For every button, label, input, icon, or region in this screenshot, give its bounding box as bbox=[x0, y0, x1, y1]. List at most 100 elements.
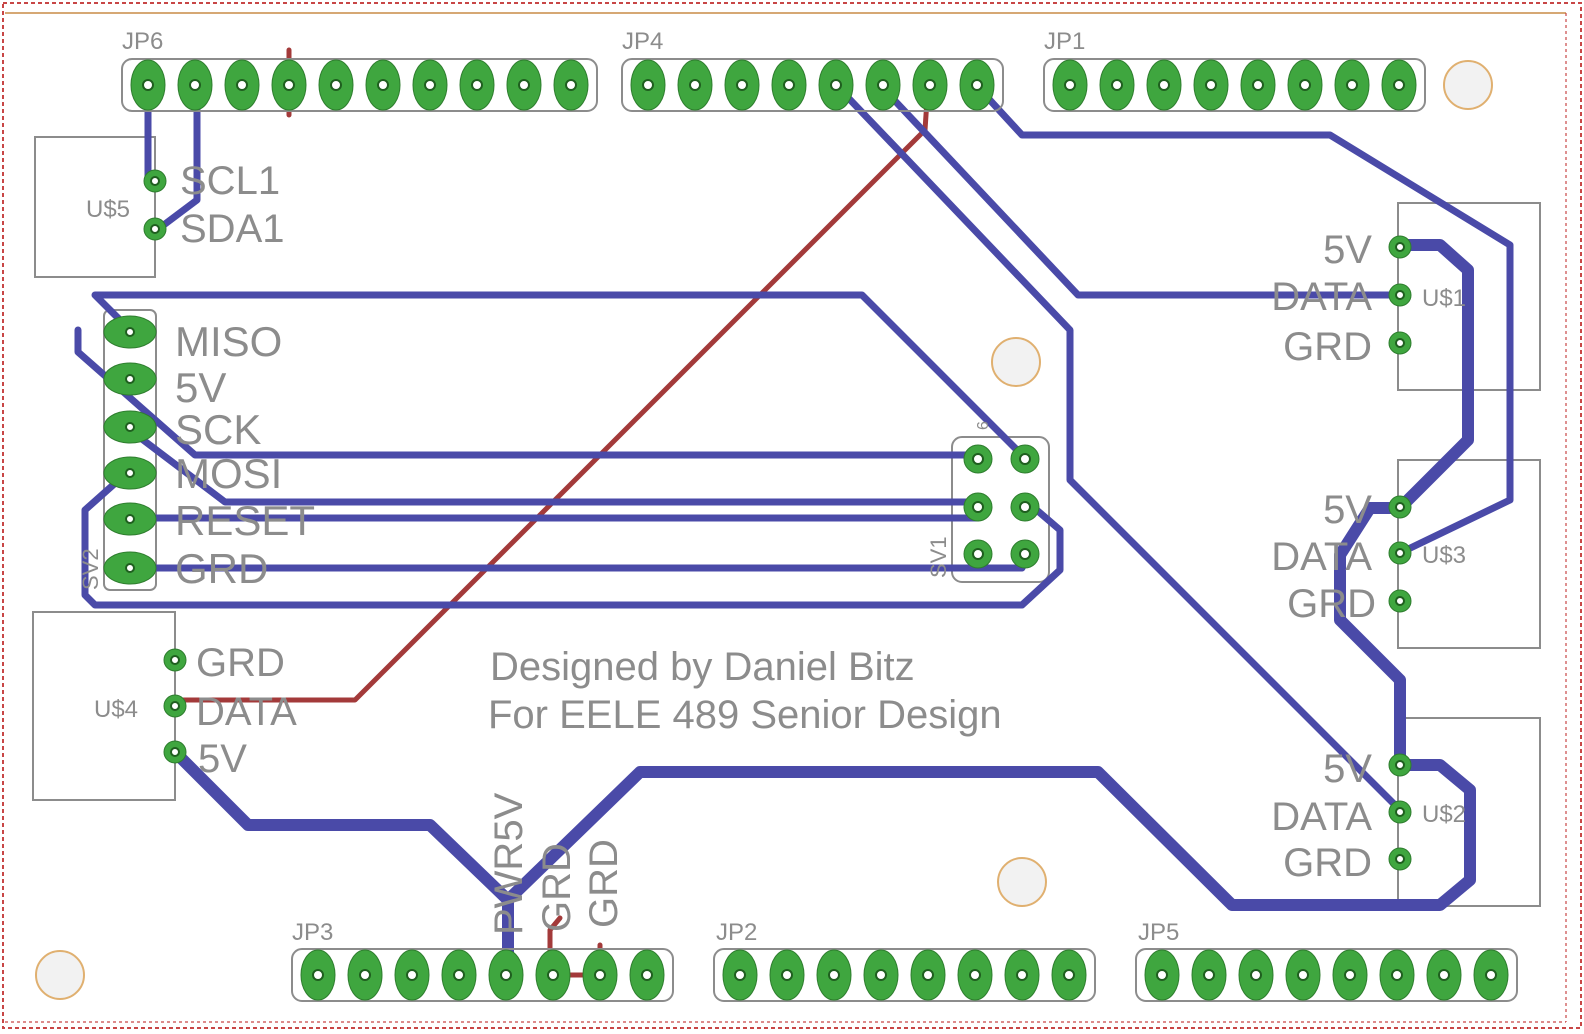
header-outline bbox=[1135, 948, 1518, 1002]
header-pin-drill bbox=[565, 79, 577, 91]
trace-sck bbox=[74, 326, 982, 459]
header-pin-drill bbox=[1156, 969, 1168, 981]
jp3-label: JP3 bbox=[292, 919, 333, 946]
header-pin-drill bbox=[1063, 969, 1075, 981]
header-pin-drill bbox=[642, 79, 654, 91]
jp5-pins bbox=[1135, 948, 1518, 1002]
header-pin-drill bbox=[1299, 79, 1311, 91]
credits-line-2: For EELE 489 Senior Design bbox=[488, 693, 1002, 737]
header-pin-drill bbox=[1203, 969, 1215, 981]
header-outline bbox=[121, 58, 598, 112]
u3-data-label: DATA bbox=[1271, 535, 1372, 579]
header-pin-drill bbox=[1393, 79, 1405, 91]
header-pin-drill bbox=[359, 969, 371, 981]
header-pin-drill bbox=[641, 969, 653, 981]
header-pin-drill bbox=[547, 969, 559, 981]
trace-outer-loop bbox=[81, 466, 1064, 609]
sv2-pin-grd: GRD bbox=[175, 545, 268, 592]
mounting-hole bbox=[997, 857, 1047, 907]
sv1-pin-number: 6 bbox=[975, 421, 992, 430]
u4-grd-label: GRD bbox=[196, 641, 285, 685]
sv2-name: SV2 bbox=[78, 548, 103, 590]
header-pin-drill bbox=[1438, 969, 1450, 981]
header-pin-drill bbox=[142, 79, 154, 91]
jp1-pins bbox=[1043, 58, 1426, 112]
grd-label-2: GRD bbox=[582, 839, 626, 928]
header-pin-drill bbox=[781, 969, 793, 981]
trace-u3-data bbox=[972, 81, 1514, 557]
jp4-label: JP4 bbox=[622, 28, 663, 55]
u2-name: U$2 bbox=[1422, 801, 1466, 828]
header-pin-drill bbox=[1391, 969, 1403, 981]
sv2-pin-5v: 5V bbox=[175, 364, 226, 411]
header-pin-drill bbox=[1346, 79, 1358, 91]
header-pin-drill bbox=[1297, 969, 1309, 981]
u5-sda-label: SDA1 bbox=[180, 207, 285, 251]
credits-line-1: Designed by Daniel Bitz bbox=[490, 645, 915, 689]
header-pin-drill bbox=[875, 969, 887, 981]
header-pin-drill bbox=[734, 969, 746, 981]
header-pin-rows bbox=[121, 58, 1518, 1002]
header-pin-drill bbox=[1064, 79, 1076, 91]
u1-name: U$1 bbox=[1422, 285, 1466, 312]
jp2-label: JP2 bbox=[716, 919, 757, 946]
header-pin-drill bbox=[1205, 79, 1217, 91]
u4-5v-label: 5V bbox=[198, 737, 247, 781]
header-pin-drill bbox=[783, 79, 795, 91]
trace-u5-sda bbox=[153, 81, 201, 234]
u3-name: U$3 bbox=[1422, 542, 1466, 569]
u5-pads bbox=[143, 169, 167, 241]
header-pin-drill bbox=[828, 969, 840, 981]
header-pin-drill bbox=[924, 79, 936, 91]
header-pin-drill bbox=[1252, 79, 1264, 91]
header-pin-drill bbox=[969, 969, 981, 981]
sv1-pads bbox=[963, 444, 1040, 569]
header-pin-drill bbox=[1158, 79, 1170, 91]
jp6-pins bbox=[121, 58, 598, 112]
header-pin-drill bbox=[1016, 969, 1028, 981]
header-pin-drill bbox=[594, 969, 606, 981]
header-pin-drill bbox=[283, 79, 295, 91]
trace-miso-reset bbox=[126, 426, 982, 506]
trace-5v-main bbox=[169, 239, 1476, 981]
header-pin-drill bbox=[922, 969, 934, 981]
header-outline bbox=[621, 58, 1004, 112]
trace-sv2-loop bbox=[91, 291, 1029, 462]
mounting-holes bbox=[35, 60, 1493, 1000]
u5-outline bbox=[34, 136, 156, 278]
u5-name: U$5 bbox=[86, 196, 130, 223]
mounting-hole bbox=[991, 337, 1041, 387]
sv2-pin-reset: RESET bbox=[175, 497, 315, 544]
header-outline bbox=[1043, 58, 1426, 112]
header-outline bbox=[713, 948, 1096, 1002]
mounting-hole bbox=[35, 950, 85, 1000]
header-pin-drill bbox=[1111, 79, 1123, 91]
header-pin-drill bbox=[330, 79, 342, 91]
u4-name: U$4 bbox=[94, 696, 138, 723]
u2-5v-label: 5V bbox=[1323, 747, 1372, 791]
sv1-name: SV1 bbox=[926, 536, 951, 578]
sv2-pin-mosi: MOSI bbox=[175, 450, 282, 497]
header-pin-drill bbox=[236, 79, 248, 91]
u1-5v-label: 5V bbox=[1323, 228, 1372, 272]
header-pin-drill bbox=[971, 79, 983, 91]
header-pin-drill bbox=[500, 969, 512, 981]
trace-u2-data bbox=[832, 81, 1404, 814]
header-pin-drill bbox=[518, 79, 530, 91]
jp4-pins bbox=[621, 58, 1004, 112]
header-pin-drill bbox=[1344, 969, 1356, 981]
header-pin-drill bbox=[424, 79, 436, 91]
sensor-pads bbox=[1388, 235, 1412, 871]
sv2-pin-miso: MISO bbox=[175, 318, 282, 365]
u1-data-label: DATA bbox=[1271, 275, 1372, 319]
u5-scl-label: SCL1 bbox=[180, 159, 280, 203]
header-pin-drill bbox=[377, 79, 389, 91]
u4-data-label: DATA bbox=[196, 690, 297, 734]
header-pin-drill bbox=[406, 969, 418, 981]
header-pin-drill bbox=[1485, 969, 1497, 981]
header-pin-drill bbox=[189, 79, 201, 91]
header-pin-drill bbox=[877, 79, 889, 91]
u1-grd-label: GRD bbox=[1283, 325, 1372, 369]
sv2-outline bbox=[103, 309, 157, 591]
